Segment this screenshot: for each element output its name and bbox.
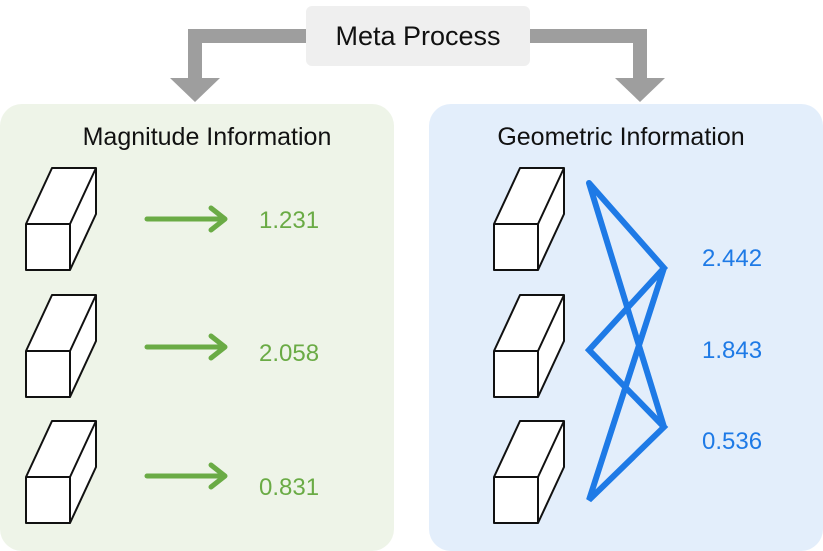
right-arrow-icon (144, 205, 228, 233)
magnitude-value-3: 0.831 (259, 474, 319, 501)
magnitude-value-2: 2.058 (259, 340, 319, 367)
connector-right (530, 29, 665, 102)
magnitude-value-1: 1.231 (259, 207, 319, 234)
geometric-value-3: 0.536 (702, 428, 762, 455)
magnitude-title: Magnitude Information (83, 123, 332, 151)
meta-process-title: Meta Process (335, 21, 500, 51)
geometric-panel (429, 104, 823, 551)
connector-left (170, 29, 306, 102)
right-arrow-icon (144, 462, 228, 490)
zigzag-polyline (584, 180, 669, 503)
magnitude-panel (0, 104, 394, 551)
meta-process-box (306, 6, 530, 66)
geometric-value-1: 2.442 (702, 245, 762, 272)
geometric-title: Geometric Information (497, 123, 744, 151)
right-arrow-icon (144, 333, 228, 361)
geometric-value-2: 1.843 (702, 337, 762, 364)
